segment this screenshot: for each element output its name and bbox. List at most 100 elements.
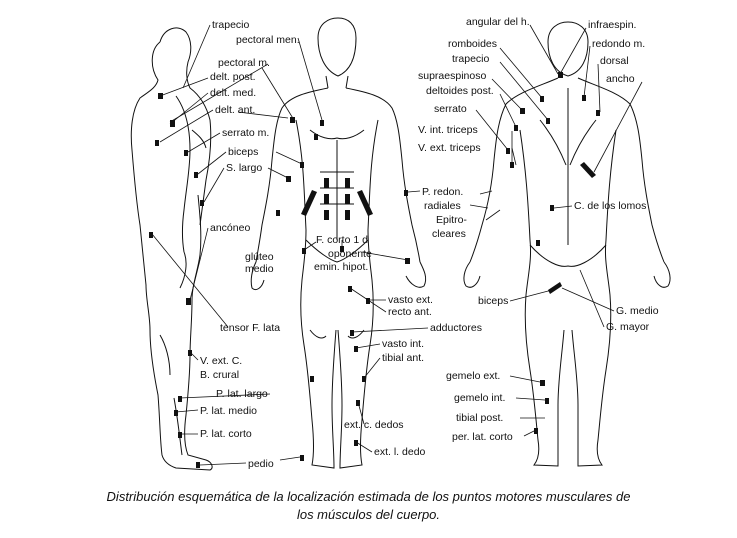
label-tibial-ant: tibial ant. [382,352,424,364]
motor-point-bar [345,210,350,220]
label-recto-ant: recto ant. [388,306,432,318]
motor-point [362,376,366,382]
motor-point [558,72,563,78]
motor-point [404,190,408,196]
label-supraespinoso: supraespinoso [418,70,486,82]
motor-point [302,248,306,254]
motor-point [510,162,514,168]
label-angular: angular del h. [466,16,530,28]
motor-point [340,246,344,252]
label-delt-ant: delt. ant. [215,104,255,116]
motor-point-bar [580,162,596,178]
motor-point [354,440,358,446]
figure-caption: Distribución esquemática de la localizac… [0,488,737,524]
motor-point [506,148,510,154]
motor-point [536,240,540,246]
label-ext-c-dedos: ext. c. dedos [344,419,404,431]
label-v-ext-c: V. ext. C. [200,355,242,367]
motor-point [188,350,192,356]
motor-point [149,232,153,238]
motor-point-bar [548,282,562,294]
label-p-lat-medio: P. lat. medio [200,405,257,417]
motor-point [174,410,178,416]
motor-point [290,117,295,123]
label-adductores: adductores [430,322,482,334]
motor-point [178,396,182,402]
label-p-lat-corto: P. lat. corto [200,428,252,440]
label-pedio: pedio [248,458,274,470]
label-emin-hipot: emin. hipot. [314,261,368,273]
motor-point [545,398,549,404]
motor-point [300,162,304,168]
label-cleares: cleares [432,228,466,240]
motor-point [276,210,280,216]
motor-point [286,176,291,182]
caption-line-1: Distribución esquemática de la localizac… [106,489,631,504]
label-tensor: tensor F. lata [220,322,280,334]
label-oponente: oponente [328,248,372,260]
motor-point [348,286,352,292]
motor-point [155,140,159,146]
label-pectoral-men: pectoral men. [236,34,300,46]
muscle-labels: trapecio pectoral men. pectoral m. delt.… [200,16,659,470]
label-delt-med: delt. med. [210,87,256,99]
label-redondo-m: redondo m. [592,38,645,50]
label-serrato-back: serrato [434,103,467,115]
motor-point [170,120,175,127]
motor-point [196,462,200,468]
label-serrato-m: serrato m. [222,127,269,139]
motor-point-bar [324,178,329,188]
motor-point-bar [345,178,350,188]
label-infraespin: infraespin. [588,19,636,31]
motor-point [540,96,544,102]
motor-point [540,380,545,386]
label-delt-post: delt. post. [210,71,256,83]
label-radiales: radiales [424,200,461,212]
label-tibial-post: tibial post. [456,412,503,424]
label-deltoides-post: deltoides post. [426,85,494,97]
motor-point [178,432,182,438]
label-trapecio-back: trapecio [452,53,490,65]
label-vasto-ext: vasto ext. [388,294,433,306]
label-gluteo: glúteo [245,251,274,263]
label-ancho: ancho [606,73,635,85]
label-v-int-triceps: V. int. triceps [418,124,478,136]
label-romboides: romboides [448,38,497,50]
label-b-crural: B. crural [200,369,239,381]
motor-point [320,120,324,126]
motor-point [310,376,314,382]
motor-point-bar [324,194,329,204]
label-pectoral-m: pectoral m. [218,57,270,69]
label-f-corto: F. corto 1 d [316,234,368,246]
motor-point [366,298,370,304]
label-biceps-side: biceps [228,146,258,158]
motor-point-bar [301,190,317,216]
motor-point [186,298,191,305]
label-v-ext-triceps: V. ext. triceps [418,142,481,154]
motor-point [350,330,354,336]
label-anconeo: ancóneo [210,222,250,234]
motor-point [314,134,318,140]
label-p-lat-largo: P. lat. largo [216,388,268,400]
motor-point [405,258,410,264]
label-s-largo: S. largo [226,162,262,174]
label-biceps-back: biceps [478,295,508,307]
motor-point [300,455,304,461]
motor-point [354,346,358,352]
leader-lines [151,24,643,466]
label-gemelo-int: gemelo int. [454,392,505,404]
motor-point [534,428,538,434]
motor-point-bar [345,194,350,204]
label-g-medio: G. medio [616,305,659,317]
back-view-body [463,21,671,467]
motor-point [596,110,600,116]
motor-point [582,95,586,101]
caption-line-2: los músculos del cuerpo. [296,507,441,522]
motor-point [520,108,525,114]
motor-point-bar [357,190,373,216]
label-epitro: Epitro- [436,214,467,226]
label-medio: medio [245,263,274,275]
motor-point [550,205,554,211]
label-gemelo-ext: gemelo ext. [446,370,500,382]
